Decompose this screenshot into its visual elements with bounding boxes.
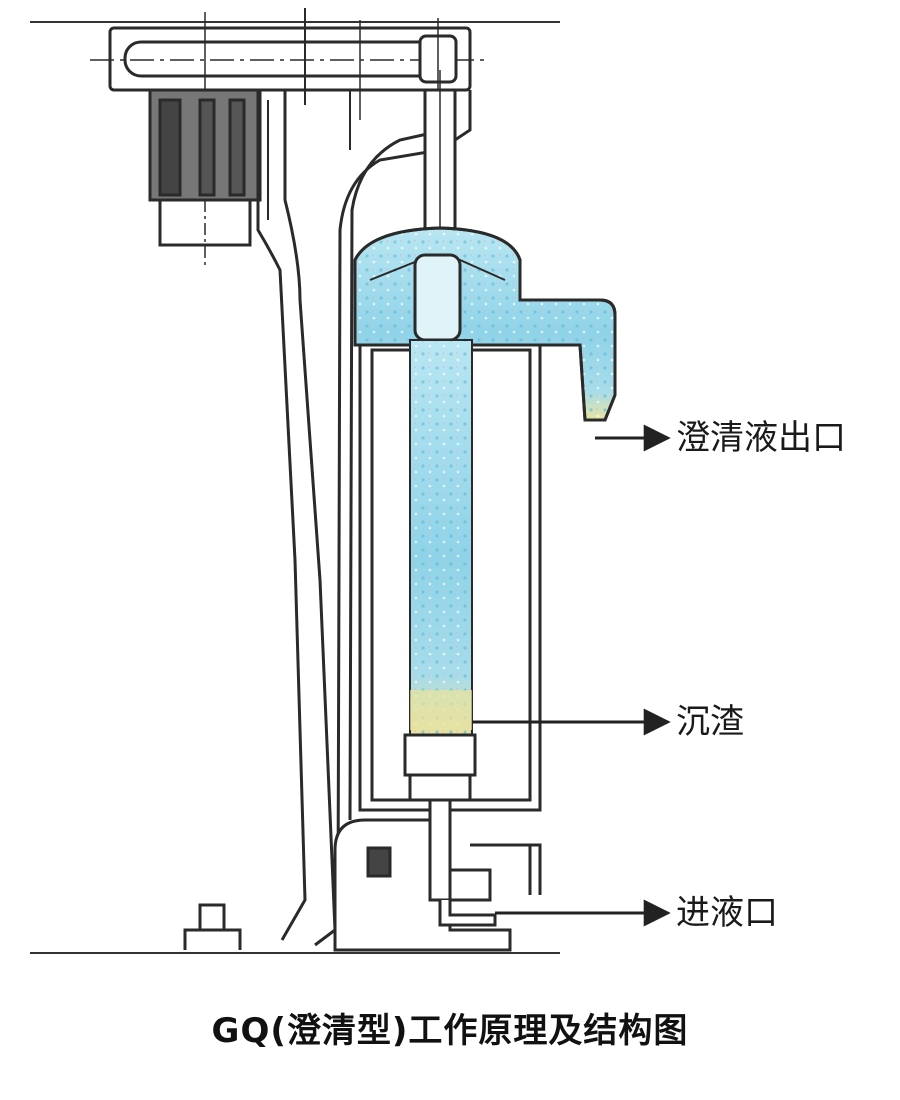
frame-column xyxy=(256,90,472,947)
bowl xyxy=(409,339,473,736)
base xyxy=(183,818,512,952)
feed-inlet-label: 进液口 xyxy=(676,893,778,933)
motor xyxy=(148,88,262,265)
ground-lines xyxy=(30,21,560,954)
pointer-arrows xyxy=(472,424,671,927)
diagram-caption: GQ(澄清型)工作原理及结构图 xyxy=(211,1011,689,1051)
collector-head xyxy=(353,226,617,422)
bottom-assembly xyxy=(366,733,542,927)
sediment-label: 沉渣 xyxy=(676,702,744,742)
clarified-outlet-label: 澄清液出口 xyxy=(676,418,846,458)
